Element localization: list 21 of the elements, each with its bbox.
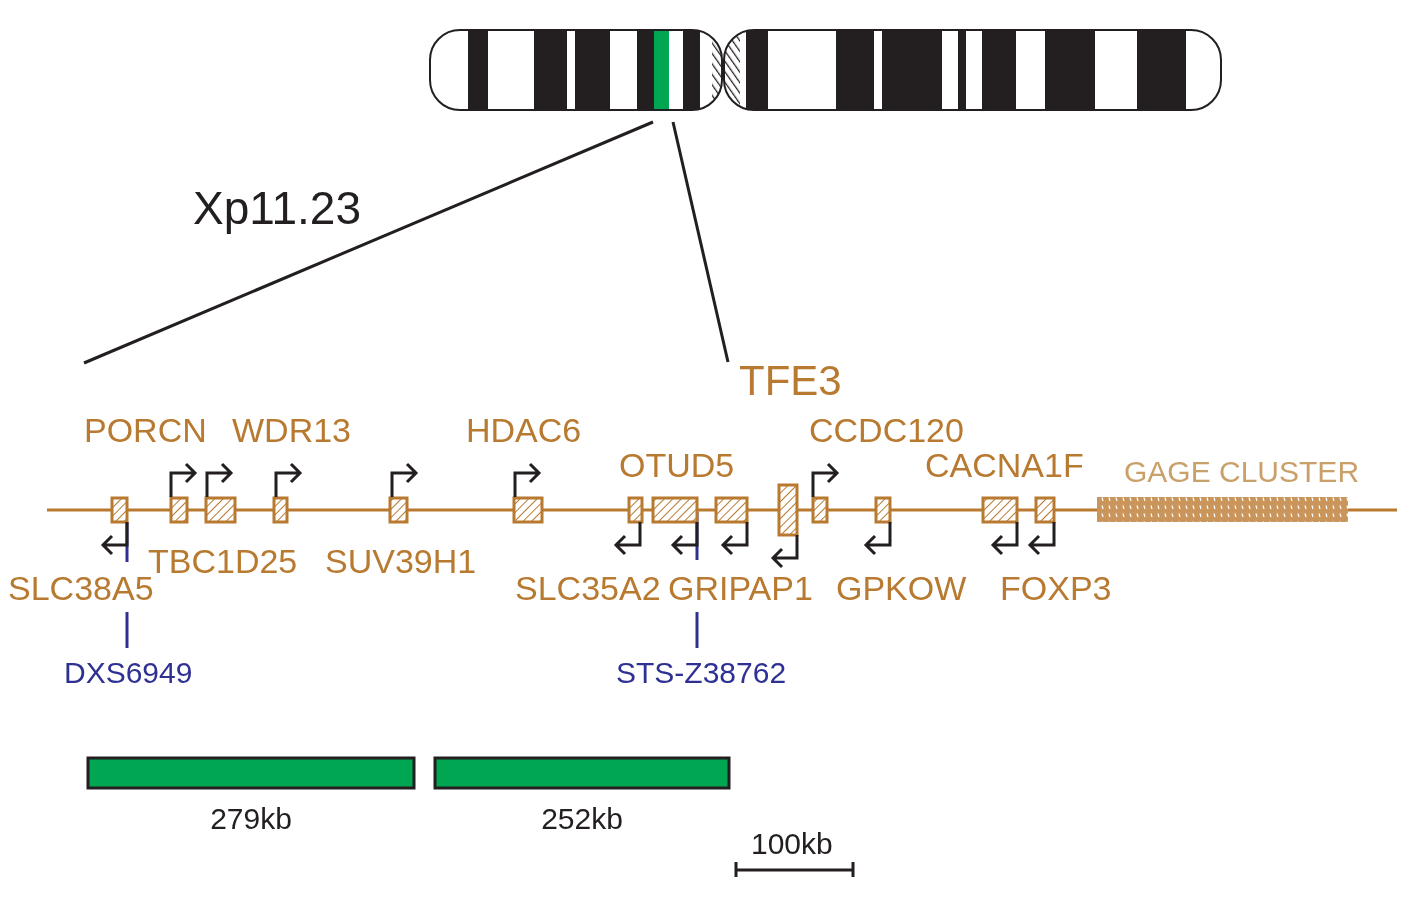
gene-label: FOXP3: [1000, 571, 1112, 606]
region-bar: [433, 756, 731, 790]
marker-label: DXS6949: [64, 657, 193, 688]
size-label: 279kb: [210, 804, 292, 834]
gene-label: PORCN: [84, 413, 207, 448]
size-label: 252kb: [541, 804, 623, 834]
cluster-label: GAGE CLUSTER: [1124, 456, 1360, 487]
gene-label: OTUD5: [619, 448, 735, 483]
gene-label: CACNA1F: [925, 448, 1084, 483]
gene-label: SUV39H1: [325, 544, 477, 579]
scale-label: 100kb: [751, 828, 833, 859]
gene-label: GRIPAP1: [668, 571, 813, 606]
gene-label: GPKOW: [836, 571, 967, 606]
gene-label: WDR13: [232, 413, 352, 448]
gene-label: SLC35A2: [515, 571, 661, 606]
gene-label: CCDC120: [809, 413, 964, 448]
gene-label: TFE3: [739, 359, 842, 402]
gene-label: HDAC6: [466, 413, 582, 448]
gene-label: SLC38A5: [8, 571, 154, 606]
region-bar: [86, 756, 416, 790]
marker-label: STS-Z38762: [616, 657, 787, 688]
